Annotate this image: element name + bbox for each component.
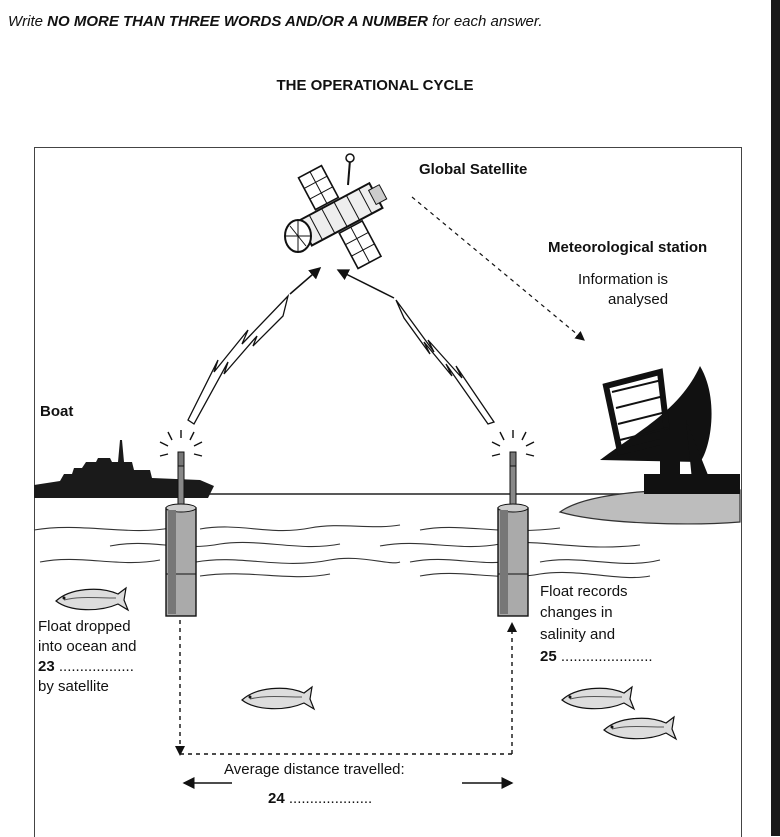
answer-blank-23[interactable]: .................. xyxy=(54,658,134,675)
float-left-text-4: by satellite xyxy=(38,678,109,695)
question-23-number: 23 xyxy=(38,658,55,675)
rise-arrowhead xyxy=(507,622,517,632)
question-25: 25 ...................... xyxy=(540,647,653,667)
question-24: 24 .................... xyxy=(268,789,372,809)
question-24-number: 24 xyxy=(268,790,285,807)
instruction-emphasis: NO MORE THAN THREE WORDS AND/OR A NUMBER xyxy=(47,13,428,30)
fish-icon xyxy=(603,715,678,741)
question-25-number: 25 xyxy=(540,648,557,665)
question-23: 23 .................. xyxy=(38,657,134,677)
travel-path xyxy=(179,620,513,755)
float-right-icon xyxy=(491,430,535,617)
scrollbar[interactable] xyxy=(771,0,780,836)
station-label: Meteorological station xyxy=(548,239,708,256)
station-note-line-2: analysed xyxy=(608,291,669,308)
sink-arrowhead xyxy=(175,746,185,756)
boat-label: Boat xyxy=(40,403,74,420)
satellite-icon xyxy=(284,153,388,270)
answer-blank-25[interactable]: ...................... xyxy=(556,648,653,665)
float-left-text-1: Float dropped xyxy=(38,618,131,635)
fish-icon xyxy=(561,685,636,711)
fish-icon xyxy=(241,685,316,711)
signal-left-icon xyxy=(187,267,322,425)
ocean-waves xyxy=(33,524,661,579)
instruction-text: Write NO MORE THAN THREE WORDS AND/OR A … xyxy=(8,13,543,30)
float-left-text-2: into ocean and xyxy=(38,638,137,655)
diagram-title: THE OPERATIONAL CYCLE xyxy=(276,77,474,94)
signal-right-icon xyxy=(336,269,496,425)
float-right-text-2: changes in xyxy=(540,604,613,621)
answer-blank-24[interactable]: .................... xyxy=(284,790,373,807)
distance-label: Average distance travelled: xyxy=(224,761,405,778)
satellite-dish-icon xyxy=(600,366,740,494)
satellite-label: Global Satellite xyxy=(419,161,528,178)
float-right-text-3: salinity and xyxy=(540,626,616,643)
station-note-line-1: Information is xyxy=(578,271,669,288)
data-transfer-arrow xyxy=(411,196,585,341)
float-right-text-1: Float records xyxy=(540,583,628,600)
boat-icon xyxy=(34,440,214,498)
float-left-icon xyxy=(159,430,203,617)
fish-icon xyxy=(55,586,130,612)
island xyxy=(558,488,741,525)
